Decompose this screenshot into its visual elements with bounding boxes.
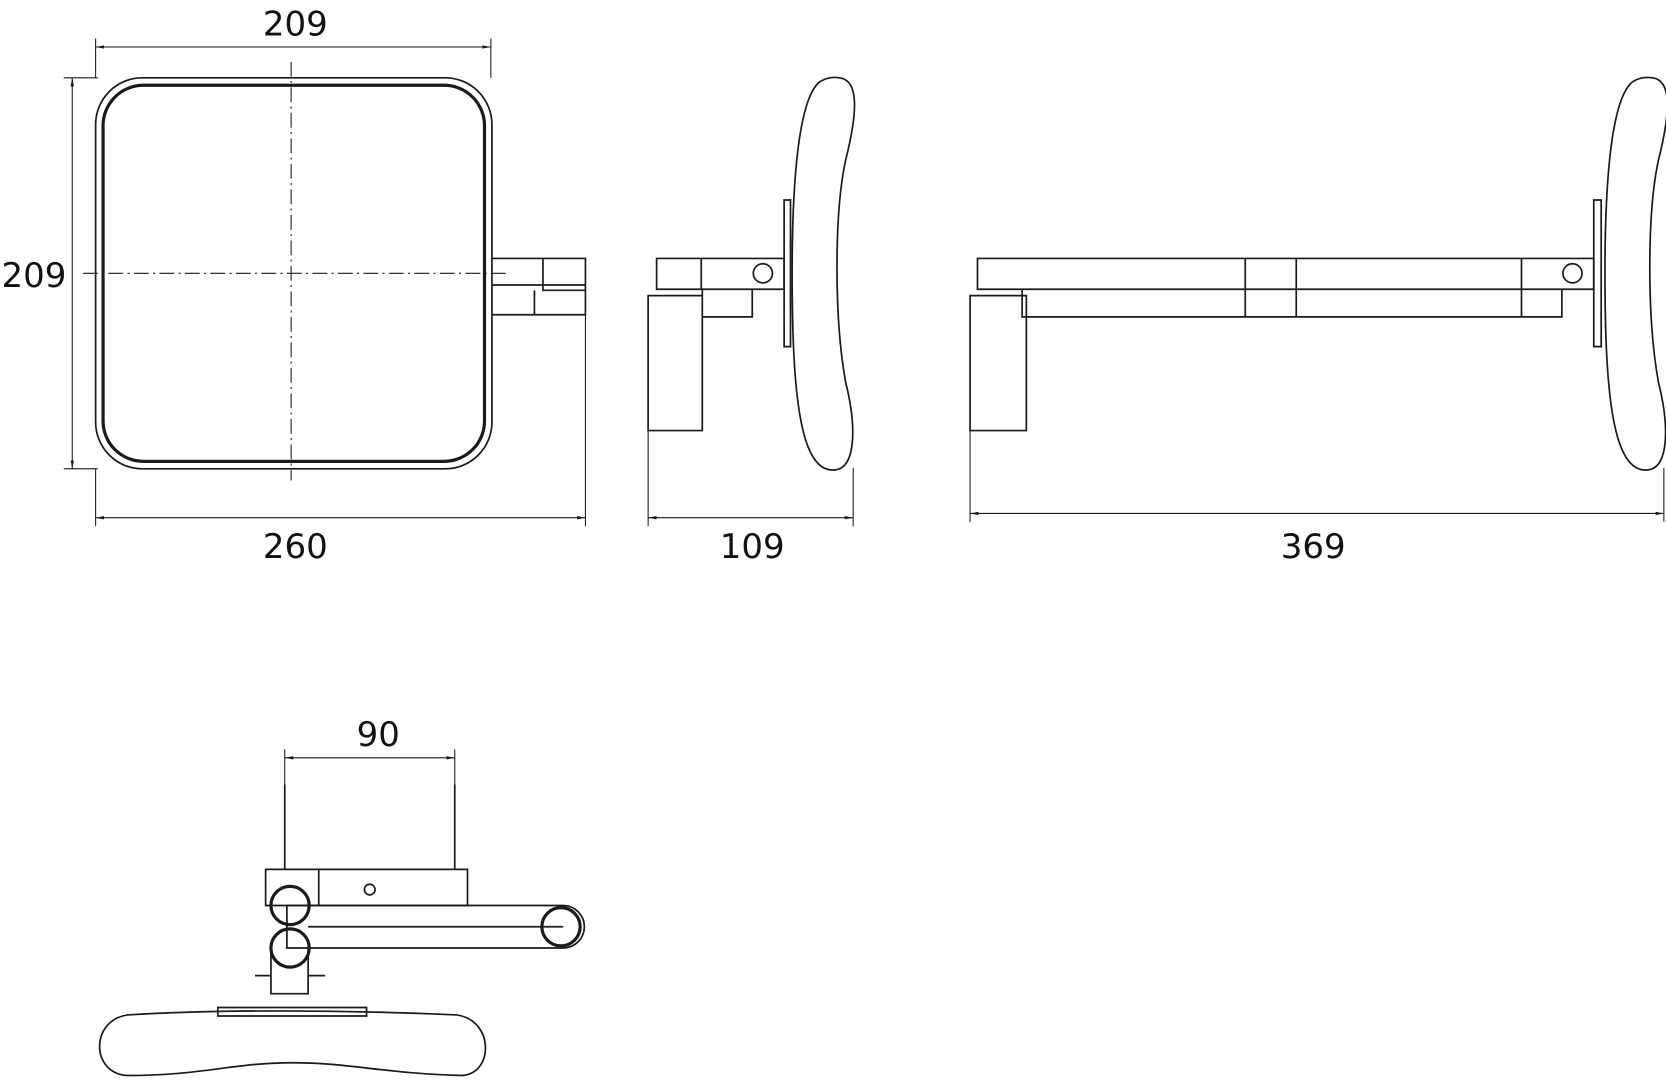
dimension-label-total-width: 260 (263, 527, 328, 567)
dimension-label-extended-length: 369 (1281, 527, 1346, 567)
top-view: 90 (98, 715, 586, 1077)
front-view: 209 209 260 (2, 4, 587, 567)
dimension-label-screw-spacing: 90 (357, 715, 400, 755)
extended-view: 369 (969, 76, 1666, 567)
side-view: 109 (647, 76, 856, 567)
dimension-label-height: 209 (2, 256, 67, 296)
dimension-label-depth: 109 (720, 527, 785, 567)
dimension-label-width-top: 209 (263, 4, 328, 44)
